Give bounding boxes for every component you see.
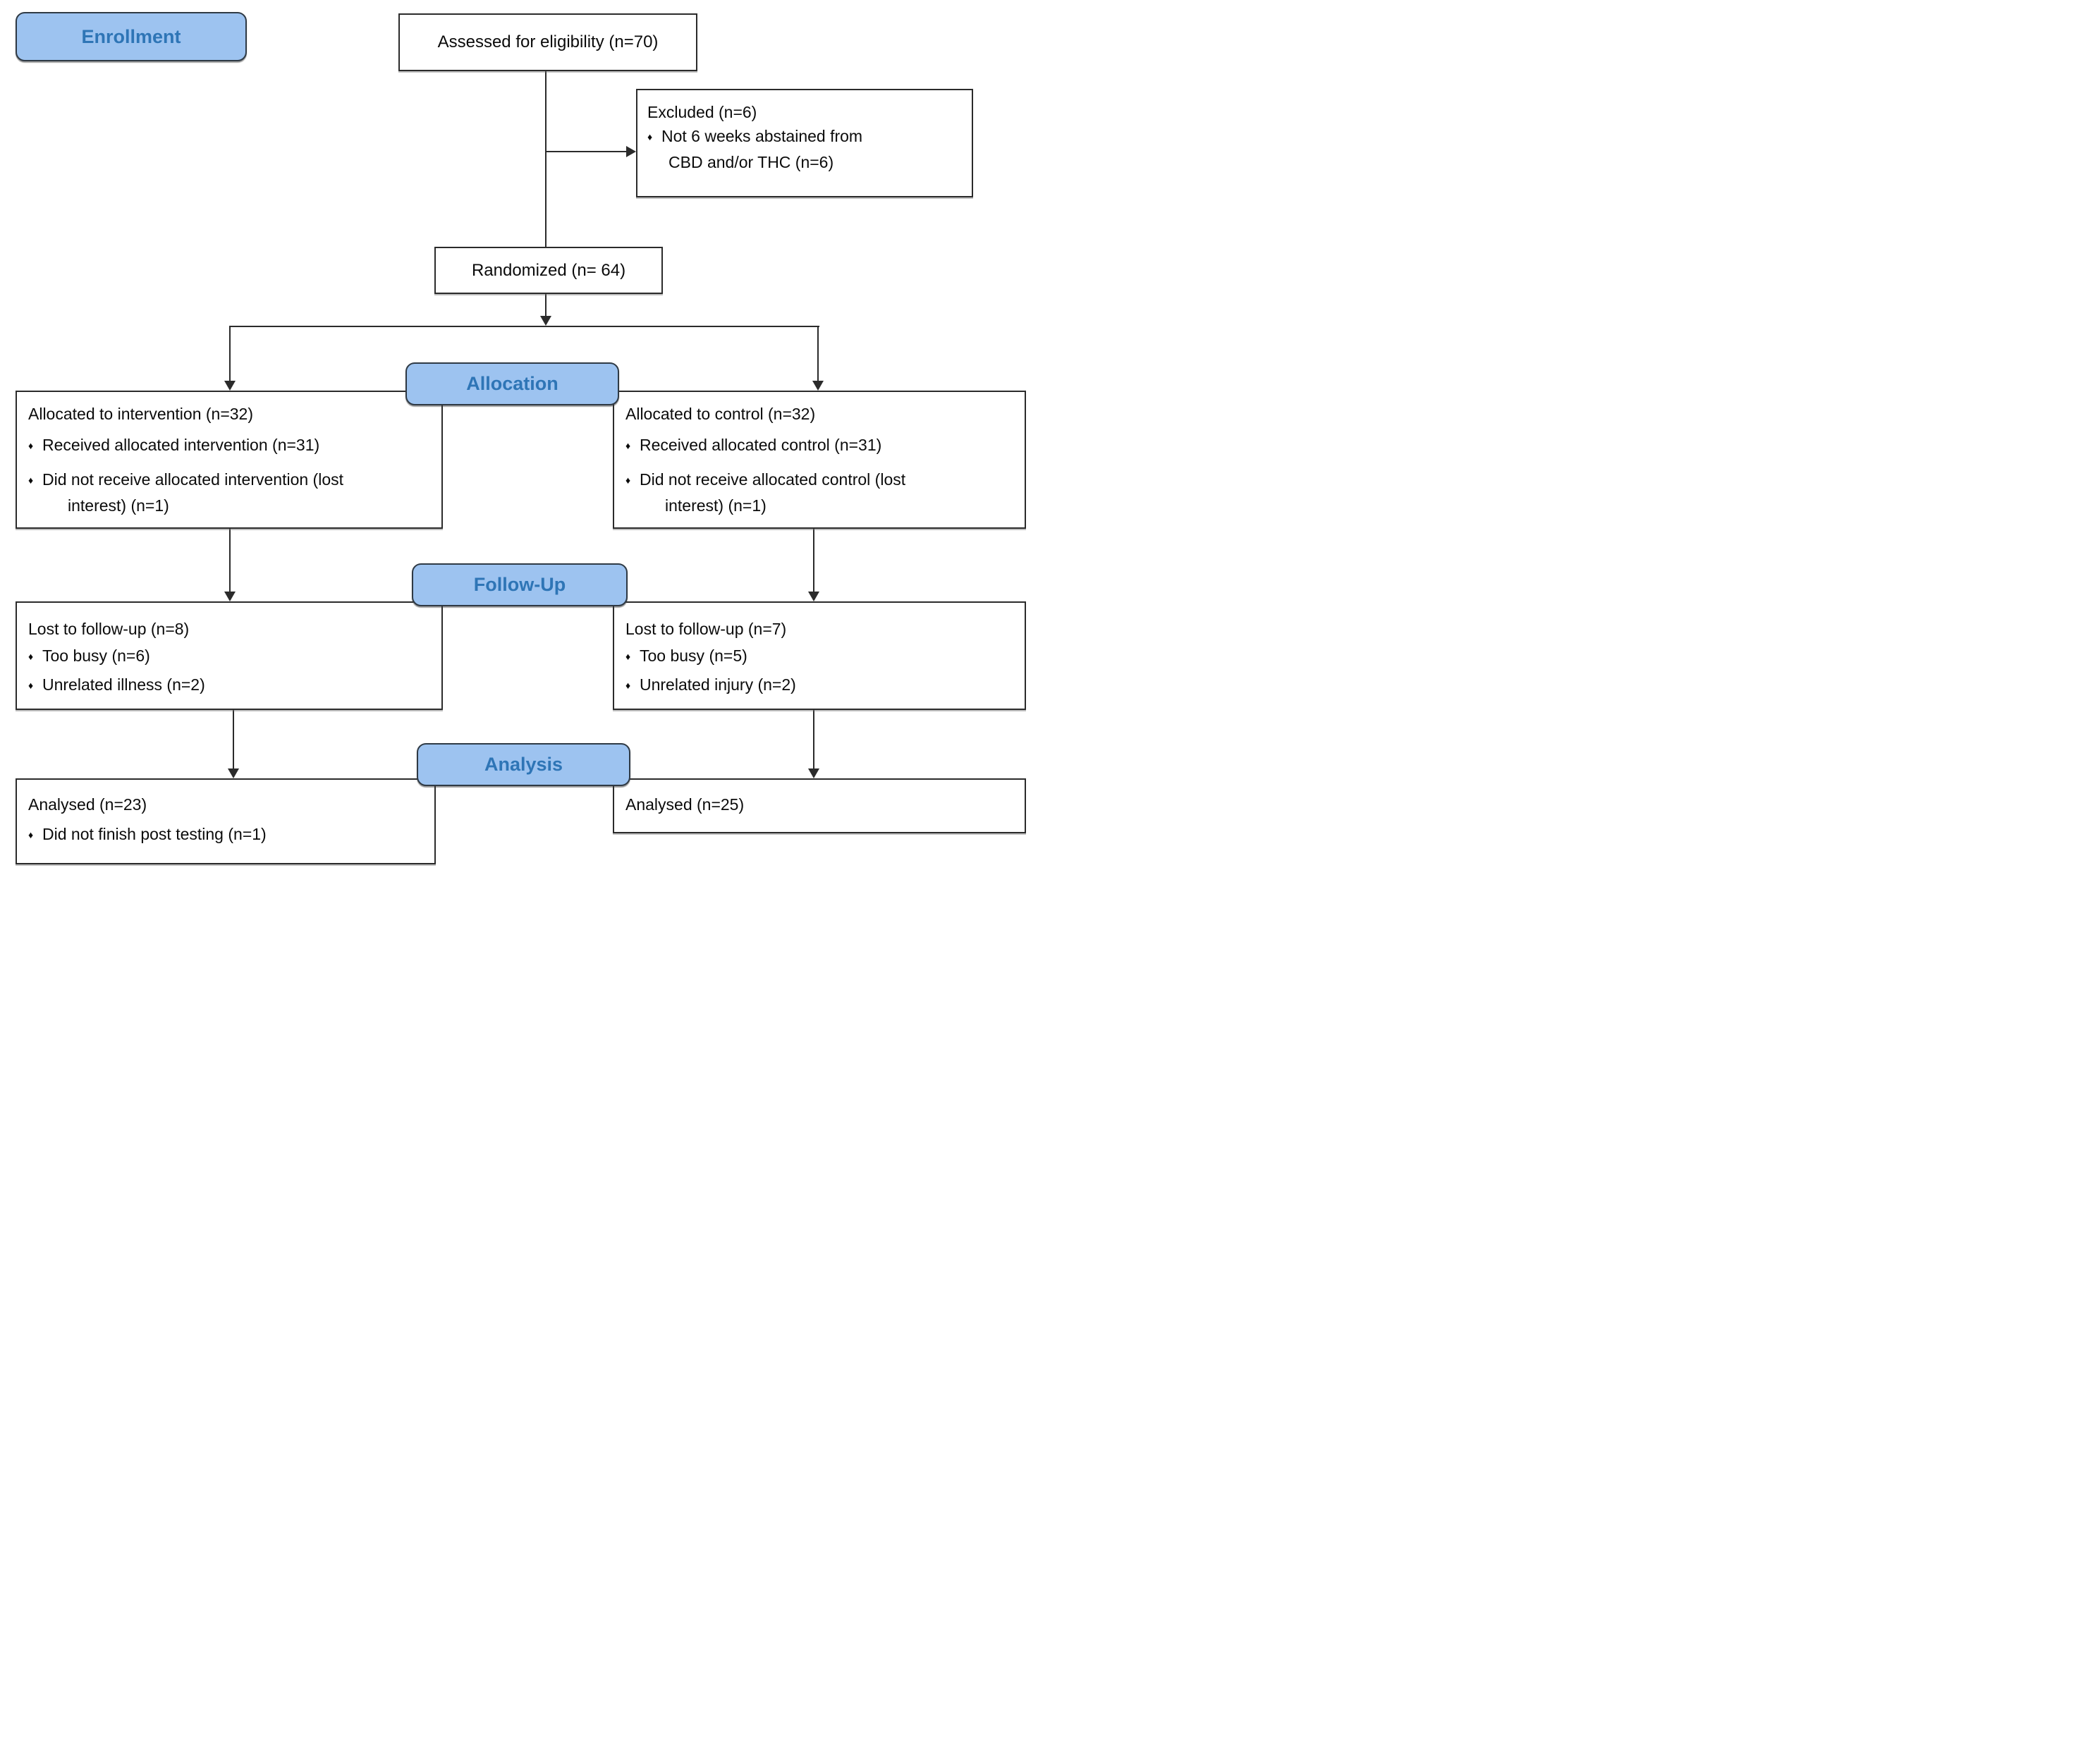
assessed-text: Assessed for eligibility (n=70) bbox=[437, 32, 659, 51]
stage-enrollment-badge: Enrollment bbox=[16, 12, 247, 61]
bullet-diamond-icon: ♦ bbox=[625, 651, 631, 662]
fu-control-bullet-2: ♦ Unrelated injury (n=2) bbox=[614, 673, 1025, 699]
fu-control-bullet-2-text: Unrelated injury (n=2) bbox=[640, 675, 796, 694]
fu-intervention-bullet-2: ♦ Unrelated illness (n=2) bbox=[17, 673, 441, 699]
analysed-intervention-bullet-1-text: Did not finish post testing (n=1) bbox=[42, 825, 267, 843]
fu-intervention-bullet-1: ♦ Too busy (n=6) bbox=[17, 644, 441, 670]
arrowhead-control-analysis bbox=[808, 768, 819, 778]
alloc-intervention-bullet-1-text: Received allocated intervention (n=31) bbox=[42, 436, 320, 454]
arrowhead-intervention-allocation bbox=[224, 381, 236, 391]
connector-split-to-control bbox=[817, 326, 819, 382]
connector-control-to-followup bbox=[813, 529, 814, 593]
box-randomized: Randomized (n= 64) bbox=[434, 247, 663, 294]
stage-allocation-badge: Allocation bbox=[405, 362, 619, 405]
fu-intervention-bullet-2-text: Unrelated illness (n=2) bbox=[42, 675, 205, 694]
excluded-bullet-item: ♦ Not 6 weeks abstained from bbox=[637, 124, 972, 150]
box-excluded: Excluded (n=6) ♦ Not 6 weeks abstained f… bbox=[636, 89, 973, 197]
arrowhead-control-allocation bbox=[812, 381, 824, 391]
excluded-title: Excluded (n=6) bbox=[647, 103, 757, 121]
bullet-diamond-icon: ♦ bbox=[647, 131, 653, 142]
split-line bbox=[230, 326, 819, 327]
bullet-diamond-icon: ♦ bbox=[625, 474, 631, 486]
connector-excluded-branch bbox=[546, 151, 628, 152]
excluded-bullet-continuation: CBD and/or THC (n=6) bbox=[668, 153, 834, 171]
connector-assessed-to-randomized bbox=[545, 71, 547, 247]
connector-split-to-intervention bbox=[229, 326, 231, 382]
fu-intervention-bullet-1-text: Too busy (n=6) bbox=[42, 647, 150, 665]
alloc-control-bullet-2: ♦ Did not receive allocated control (los… bbox=[614, 467, 1025, 494]
fu-control-title: Lost to follow-up (n=7) bbox=[625, 620, 787, 638]
stage-analysis-badge: Analysis bbox=[417, 743, 630, 786]
bullet-diamond-icon: ♦ bbox=[625, 680, 631, 691]
alloc-control-bullet-1: ♦ Received allocated control (n=31) bbox=[614, 433, 1025, 459]
randomized-text: Randomized (n= 64) bbox=[471, 260, 626, 280]
box-lost-followup-intervention: Lost to follow-up (n=8) ♦ Too busy (n=6)… bbox=[16, 601, 443, 710]
box-allocated-intervention: Allocated to intervention (n=32) ♦ Recei… bbox=[16, 391, 443, 529]
arrowhead-excluded bbox=[626, 146, 636, 157]
fu-control-bullet-1-text: Too busy (n=5) bbox=[640, 647, 747, 665]
stage-enrollment-label: Enrollment bbox=[81, 25, 181, 47]
consort-flow-diagram: Enrollment Allocation Follow-Up Analysis… bbox=[0, 0, 1038, 882]
arrowhead-intervention-analysis bbox=[228, 768, 239, 778]
bullet-diamond-icon: ♦ bbox=[28, 680, 34, 691]
alloc-intervention-title: Allocated to intervention (n=32) bbox=[28, 405, 254, 423]
alloc-intervention-bullet-1: ♦ Received allocated intervention (n=31) bbox=[17, 433, 441, 459]
alloc-intervention-bullet-2-text: Did not receive allocated intervention (… bbox=[42, 470, 344, 489]
box-allocated-control: Allocated to control (n=32) ♦ Received a… bbox=[613, 391, 1026, 529]
alloc-control-bullet-2-text: Did not receive allocated control (lost bbox=[640, 470, 906, 489]
connector-intervention-to-analysis bbox=[233, 710, 234, 770]
box-analysed-intervention: Analysed (n=23) ♦ Did not finish post te… bbox=[16, 778, 436, 864]
analysed-intervention-title: Analysed (n=23) bbox=[28, 795, 147, 814]
stage-analysis-label: Analysis bbox=[484, 754, 563, 775]
stage-followup-badge: Follow-Up bbox=[412, 563, 628, 606]
fu-intervention-title: Lost to follow-up (n=8) bbox=[28, 620, 190, 638]
alloc-control-title: Allocated to control (n=32) bbox=[625, 405, 816, 423]
stage-followup-label: Follow-Up bbox=[473, 574, 566, 595]
bullet-diamond-icon: ♦ bbox=[28, 440, 34, 451]
alloc-control-bullet-2-continuation: interest) (n=1) bbox=[665, 496, 767, 515]
arrowhead-control-followup bbox=[808, 592, 819, 601]
connector-intervention-to-followup bbox=[229, 529, 231, 593]
box-analysed-control: Analysed (n=25) bbox=[613, 778, 1026, 833]
analysed-intervention-bullet-1: ♦ Did not finish post testing (n=1) bbox=[17, 822, 434, 848]
bullet-diamond-icon: ♦ bbox=[625, 440, 631, 451]
arrowhead-randomized-split bbox=[540, 316, 551, 326]
bullet-diamond-icon: ♦ bbox=[28, 829, 34, 840]
alloc-intervention-bullet-2-continuation: interest) (n=1) bbox=[68, 496, 169, 515]
stage-allocation-label: Allocation bbox=[466, 373, 558, 394]
analysed-control-title: Analysed (n=25) bbox=[625, 795, 745, 814]
bullet-diamond-icon: ♦ bbox=[28, 474, 34, 486]
connector-control-to-analysis bbox=[813, 710, 814, 770]
fu-control-bullet-1: ♦ Too busy (n=5) bbox=[614, 644, 1025, 670]
alloc-intervention-bullet-2: ♦ Did not receive allocated intervention… bbox=[17, 467, 441, 494]
box-lost-followup-control: Lost to follow-up (n=7) ♦ Too busy (n=5)… bbox=[613, 601, 1026, 710]
box-assessed-eligibility: Assessed for eligibility (n=70) bbox=[398, 13, 697, 71]
arrowhead-intervention-followup bbox=[224, 592, 236, 601]
connector-randomized-to-split bbox=[545, 294, 547, 320]
bullet-diamond-icon: ♦ bbox=[28, 651, 34, 662]
alloc-control-bullet-1-text: Received allocated control (n=31) bbox=[640, 436, 882, 454]
excluded-bullet-text: Not 6 weeks abstained from bbox=[661, 127, 863, 145]
